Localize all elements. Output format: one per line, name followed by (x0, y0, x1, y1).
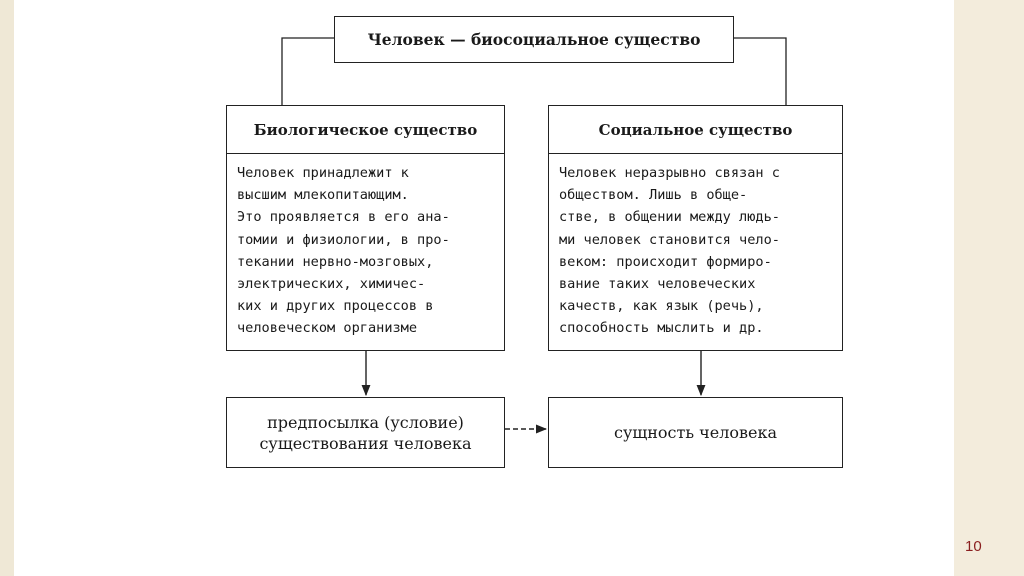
biological-line: электрических, химичес- (237, 276, 426, 293)
diagram-title: Человек — биосоциальное существо (334, 16, 734, 63)
biological-line: Человек принадлежит к (237, 165, 409, 181)
biological-line: высшим млекопитающим. (237, 187, 409, 204)
essence-box: сущность человека (548, 397, 843, 468)
premise-box: предпосылка (условие) существования чело… (226, 397, 505, 468)
social-line: качеств, как язык (речь), (559, 298, 764, 315)
essence-label: сущность человека (613, 423, 777, 442)
biological-description: Человек принадлежит к высшим млекопитающ… (227, 154, 504, 340)
biological-line: Это проявляется в его ана- (237, 209, 450, 226)
social-box: Социальное существо Человек неразрывно с… (548, 105, 843, 351)
biological-line: ких и других процессов в (237, 298, 434, 315)
biological-line: человеческом организме (237, 320, 418, 337)
biological-header: Биологическое существо (227, 106, 504, 154)
social-line: способность мыслить и др. (559, 320, 764, 337)
premise-line-1: предпосылка (условие) (267, 412, 464, 432)
social-line: вание таких человеческих (559, 276, 756, 293)
slide-left-border (0, 0, 14, 576)
social-line: веком: происходит формиро- (559, 253, 772, 270)
premise-line-2: существования человека (259, 433, 472, 453)
social-line: ми человек становится чело- (559, 231, 780, 248)
social-line: Человек неразрывно связан с (559, 165, 780, 181)
social-line: обществом. Лишь в обще- (559, 187, 748, 204)
social-line: стве, в общении между людь- (559, 209, 780, 226)
slide-right-border (954, 0, 1024, 576)
page-number: 10 (965, 538, 982, 555)
biological-line: томии и физиологии, в про- (237, 231, 450, 248)
biological-box: Биологическое существо Человек принадлеж… (226, 105, 505, 351)
biological-line: текании нервно-мозговых, (237, 253, 434, 270)
social-description: Человек неразрывно связан с обществом. Л… (549, 154, 842, 340)
social-header: Социальное существо (549, 106, 842, 154)
